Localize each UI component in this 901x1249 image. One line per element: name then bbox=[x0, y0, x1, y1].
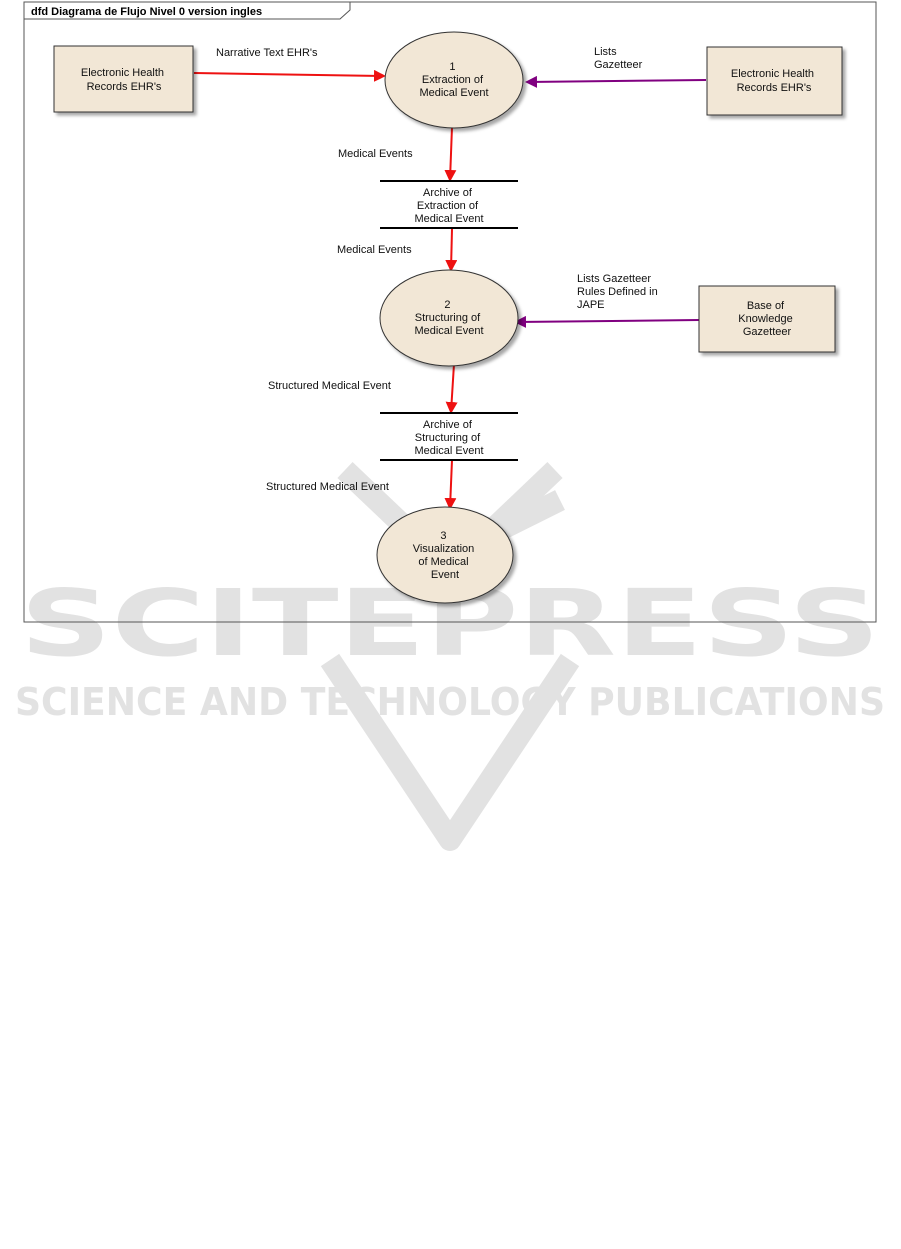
store-2-line2: Structuring of bbox=[415, 432, 481, 444]
svg-text:Lists Gazetteer Rules De: Lists Gazetteer Rules Defined in JAPE bbox=[577, 273, 661, 311]
entity-ehr-left[interactable]: Electronic Health Records EHR's bbox=[53, 45, 194, 113]
flow-structured1-label: Structured Medical Event bbox=[268, 380, 391, 392]
flow-structured2-arrow bbox=[444, 459, 457, 510]
flow-med-events2-arrow bbox=[445, 228, 458, 272]
svg-text:3 Visualization of: 3 Visualization of Medical Event bbox=[413, 530, 478, 581]
entity-kb-line1: Base of bbox=[747, 300, 785, 312]
svg-text:1 Extraction of Me: 1 Extraction of Medical Event bbox=[419, 61, 488, 99]
frame-title-tab bbox=[23, 1, 351, 20]
process-3-line2: Visualization bbox=[413, 543, 475, 555]
store-1-line2: Extraction of bbox=[417, 200, 479, 212]
process-1-line2: Extraction of bbox=[422, 74, 484, 86]
process-3-visualization[interactable]: 3 Visualization of Medical Event bbox=[376, 506, 514, 604]
flow-lists2-line2: Rules Defined in bbox=[577, 286, 658, 298]
process-2-number: 2 bbox=[444, 299, 450, 311]
flow-labels: Narrative Text EHR's Lists Gazetteer Med… bbox=[216, 46, 661, 493]
flow-narrative-arrow bbox=[193, 69, 386, 82]
svg-text:2 Structuring of M: 2 Structuring of Medical Event bbox=[414, 299, 483, 337]
flow-med-events2-label: Medical Events bbox=[337, 244, 412, 256]
process-2-line2: Structuring of bbox=[415, 312, 481, 324]
svg-text:Base of Knowledge: Base of Knowledge Gazetteer bbox=[738, 300, 796, 338]
flow-lists1-line1: Lists bbox=[594, 46, 617, 58]
entity-ehr-right-line1: Electronic Health bbox=[731, 68, 814, 80]
svg-text:Archive of Structuring o: Archive of Structuring of Medical Event bbox=[414, 419, 483, 457]
watermark-tagline: SCIENCE AND TECHNOLOGY PUBLICATIONS bbox=[15, 680, 885, 724]
flow-lists2-line3: JAPE bbox=[577, 299, 605, 311]
process-3-number: 3 bbox=[440, 530, 446, 542]
flow-lists1-arrow bbox=[525, 75, 707, 88]
flow-lists2-arrow bbox=[514, 315, 700, 328]
svg-text:Lists Gazetteer: Lists Gazetteer bbox=[594, 46, 643, 71]
entity-kb-line2: Knowledge bbox=[738, 313, 792, 325]
entity-ehr-left-line2: Records EHR's bbox=[87, 81, 162, 93]
entity-kb-line3: Gazetteer bbox=[743, 326, 792, 338]
frame-title: dfd Diagrama de Flujo Nivel 0 version in… bbox=[31, 6, 262, 18]
svg-text:Electronic Health Record: Electronic Health Records EHR's bbox=[731, 68, 817, 94]
flow-lines bbox=[193, 69, 707, 510]
store-2-line1: Archive of bbox=[423, 419, 473, 431]
process-1-extraction[interactable]: 1 Extraction of Medical Event bbox=[384, 31, 524, 129]
flow-structured1-arrow bbox=[445, 363, 458, 414]
process-2-line3: Medical Event bbox=[414, 325, 483, 337]
entity-ehr-left-line1: Electronic Health bbox=[81, 67, 164, 79]
flow-narrative-label: Narrative Text EHR's bbox=[216, 47, 318, 59]
entity-knowledge-base[interactable]: Base of Knowledge Gazetteer bbox=[698, 285, 836, 353]
entity-ehr-right[interactable]: Electronic Health Records EHR's bbox=[706, 46, 843, 116]
flow-lists1-line2: Gazetteer bbox=[594, 59, 643, 71]
store-1-line3: Medical Event bbox=[414, 213, 483, 225]
diagram-frame bbox=[23, 1, 877, 623]
store-1-line1: Archive of bbox=[423, 187, 473, 199]
process-1-number: 1 bbox=[449, 61, 455, 73]
process-3-line4: Event bbox=[431, 569, 459, 581]
store-archive-structuring[interactable]: Archive of Structuring of Medical Event bbox=[380, 412, 518, 461]
store-archive-extraction[interactable]: Archive of Extraction of Medical Event bbox=[380, 180, 518, 229]
flow-med-events1-label: Medical Events bbox=[338, 148, 413, 160]
flow-med-events1-arrow bbox=[444, 126, 457, 182]
svg-text:Electronic Health Record: Electronic Health Records EHR's bbox=[81, 67, 167, 93]
flow-lists2-line1: Lists Gazetteer bbox=[577, 273, 651, 285]
process-1-line3: Medical Event bbox=[419, 87, 488, 99]
flow-structured2-label: Structured Medical Event bbox=[266, 481, 389, 493]
svg-text:Archive of Extraction of: Archive of Extraction of Medical Event bbox=[414, 187, 483, 225]
entity-ehr-right-line2: Records EHR's bbox=[737, 82, 812, 94]
process-2-structuring[interactable]: 2 Structuring of Medical Event bbox=[379, 269, 519, 367]
store-2-line3: Medical Event bbox=[414, 445, 483, 457]
process-3-line3: of Medical bbox=[418, 556, 468, 568]
